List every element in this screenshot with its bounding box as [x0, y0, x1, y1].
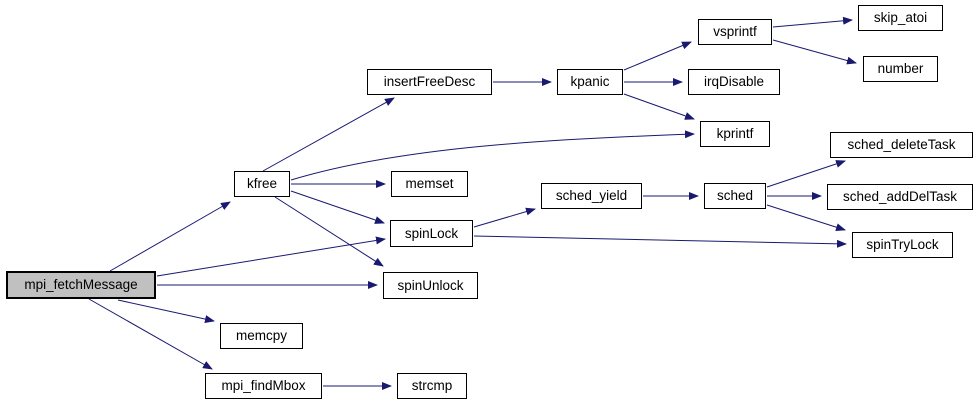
node-memset[interactable]: memset [391, 171, 468, 197]
edge-spinLock-sched_yield [473, 207, 536, 228]
edge-mpi_fetchMessage-spinLock [156, 236, 386, 277]
node-sched_addDelTask[interactable]: sched_addDelTask [827, 184, 973, 210]
node-memcpy[interactable]: memcpy [220, 323, 303, 349]
edge-kfree-kprintf [290, 130, 695, 181]
node-kprintf[interactable]: kprintf [700, 121, 770, 147]
edge-kfree-spinLock [290, 190, 385, 224]
edge-mpi_fetchMessage-mpi_findMbox [88, 298, 213, 370]
edge-sched-spinTryLock [766, 204, 846, 232]
node-kpanic[interactable]: kpanic [557, 69, 623, 95]
node-mpi_fetchMessage[interactable]: mpi_fetchMessage [6, 271, 156, 299]
node-mpi_findMbox[interactable]: mpi_findMbox [205, 373, 322, 399]
node-sched[interactable]: sched [704, 183, 766, 209]
edge-kpanic-vsprintf [623, 41, 692, 71]
node-strcmp[interactable]: strcmp [397, 373, 467, 399]
node-spinLock[interactable]: spinLock [390, 220, 473, 247]
edge-kpanic-kprintf [623, 93, 695, 120]
node-spinTryLock[interactable]: spinTryLock [852, 232, 953, 258]
edge-vsprintf-skip_atoi [772, 16, 853, 28]
edge-kfree-insertFreeDesc [262, 97, 395, 172]
edge-mpi_fetchMessage-memcpy [117, 299, 215, 323]
edge-kfree-spinUnlock [274, 196, 384, 267]
node-sched_yield[interactable]: sched_yield [541, 183, 642, 209]
edge-sched-sched_deleteTask [766, 160, 846, 188]
edge-mpi_fetchMessage-kfree [109, 201, 231, 272]
node-irqDisable[interactable]: irqDisable [688, 69, 780, 95]
node-skip_atoi[interactable]: skip_atoi [858, 5, 943, 31]
node-number[interactable]: number [863, 56, 938, 82]
edge-spinLock-spinTryLock [473, 235, 847, 248]
node-sched_deleteTask[interactable]: sched_deleteTask [830, 132, 973, 158]
edge-vsprintf-number [772, 39, 857, 65]
node-insertFreeDesc[interactable]: insertFreeDesc [367, 69, 492, 95]
node-kfree[interactable]: kfree [234, 171, 290, 197]
node-vsprintf[interactable]: vsprintf [698, 19, 772, 45]
node-spinUnlock[interactable]: spinUnlock [383, 272, 478, 299]
